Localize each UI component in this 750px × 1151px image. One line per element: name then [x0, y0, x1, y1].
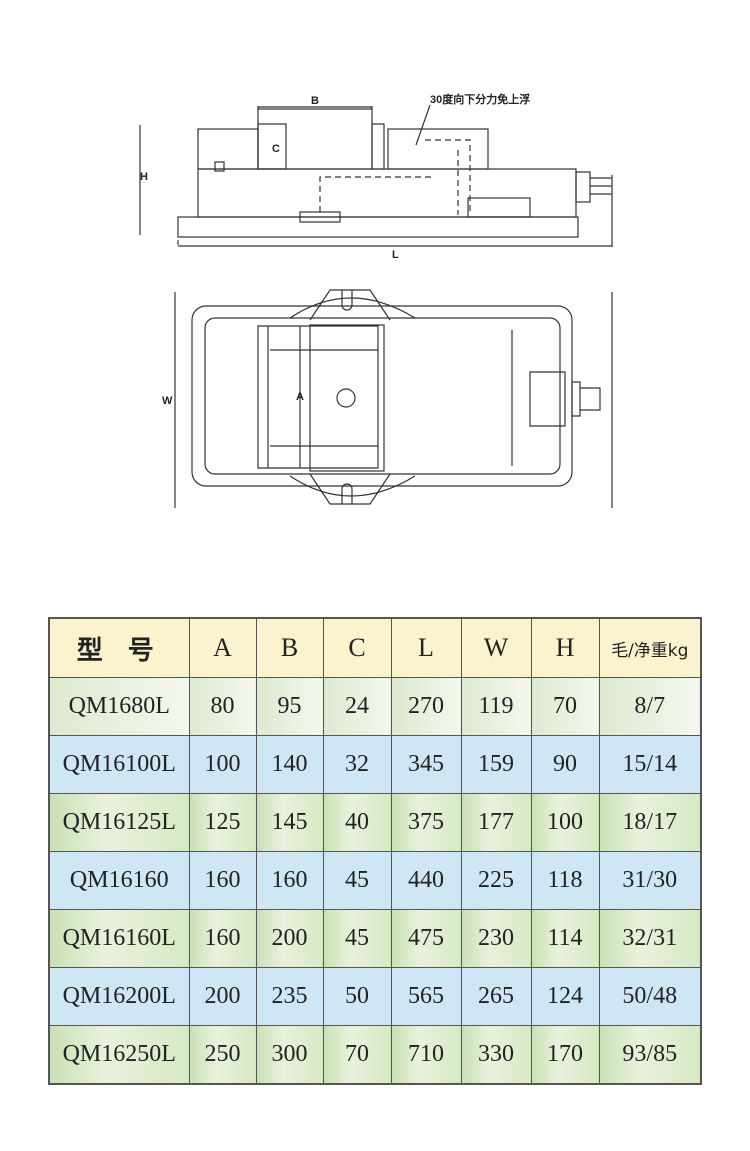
cell: 118 — [530, 851, 600, 910]
side-view — [139, 104, 613, 247]
cell: 18/17 — [598, 793, 702, 852]
cell: 160 — [188, 851, 257, 910]
cell: 170 — [530, 1025, 600, 1085]
cell: 265 — [460, 967, 532, 1026]
cell: 125 — [188, 793, 257, 852]
cell: 159 — [460, 735, 532, 794]
cell: QM16160L — [48, 909, 190, 968]
cell: QM1680L — [48, 677, 190, 736]
cell: QM16250L — [48, 1025, 190, 1085]
cell: 475 — [390, 909, 462, 968]
dim-label-w: W — [162, 395, 173, 407]
cell: 160 — [255, 851, 324, 910]
cell: 330 — [460, 1025, 532, 1085]
cell: 32/31 — [598, 909, 702, 968]
cell: 710 — [390, 1025, 462, 1085]
cell: 24 — [322, 677, 392, 736]
cell: 225 — [460, 851, 532, 910]
header-w: W — [460, 617, 532, 678]
cell: 45 — [322, 909, 392, 968]
cell: 50 — [322, 967, 392, 1026]
header-a: A — [188, 617, 257, 678]
dim-label-a: A — [296, 391, 304, 403]
cell: QM16100L — [48, 735, 190, 794]
cell: 45 — [322, 851, 392, 910]
annotation-text: 30度向下分力免上浮 — [430, 92, 530, 106]
cell: 119 — [460, 677, 532, 736]
cell: 160 — [188, 909, 257, 968]
header-model: 型 号 — [48, 617, 190, 678]
cell: 32 — [322, 735, 392, 794]
cell: 300 — [255, 1025, 324, 1085]
cell: 31/30 — [598, 851, 702, 910]
cell: 8/7 — [598, 677, 702, 736]
cell: 70 — [322, 1025, 392, 1085]
cell: 95 — [255, 677, 324, 736]
header-b: B — [255, 617, 324, 678]
cell: 177 — [460, 793, 532, 852]
cell: 440 — [390, 851, 462, 910]
cell: 100 — [188, 735, 257, 794]
cell: QM16200L — [48, 967, 190, 1026]
cell: 93/85 — [598, 1025, 702, 1085]
cell: 40 — [322, 793, 392, 852]
dim-label-l: L — [392, 249, 399, 261]
header-h: H — [530, 617, 600, 678]
cell: 200 — [255, 909, 324, 968]
cell: 15/14 — [598, 735, 702, 794]
dim-label-h: H — [140, 171, 148, 183]
cell: 100 — [530, 793, 600, 852]
cell: 235 — [255, 967, 324, 1026]
cell: 375 — [390, 793, 462, 852]
cell: 80 — [188, 677, 257, 736]
cell: QM16160 — [48, 851, 190, 910]
top-view — [174, 289, 613, 508]
header-weight: 毛/净重kg — [598, 617, 702, 678]
cell: 200 — [188, 967, 257, 1026]
table-header-row: 型 号 A B C L W H 毛/净重kg — [48, 617, 702, 678]
cell: 140 — [255, 735, 324, 794]
cell: 90 — [530, 735, 600, 794]
cell: 70 — [530, 677, 600, 736]
cell: 145 — [255, 793, 324, 852]
dim-label-c: C — [272, 143, 280, 155]
cell: 230 — [460, 909, 532, 968]
header-l: L — [390, 617, 462, 678]
cell: 124 — [530, 967, 600, 1026]
cell: 270 — [390, 677, 462, 736]
cell: 250 — [188, 1025, 257, 1085]
vise-technical-drawing: B C H L 30度向下分力免上浮 W A — [139, 92, 613, 508]
cell: 50/48 — [598, 967, 702, 1026]
cell: 114 — [530, 909, 600, 968]
dim-label-b: B — [311, 95, 319, 107]
cell: 565 — [390, 967, 462, 1026]
header-c: C — [322, 617, 392, 678]
cell: QM16125L — [48, 793, 190, 852]
cell: 345 — [390, 735, 462, 794]
